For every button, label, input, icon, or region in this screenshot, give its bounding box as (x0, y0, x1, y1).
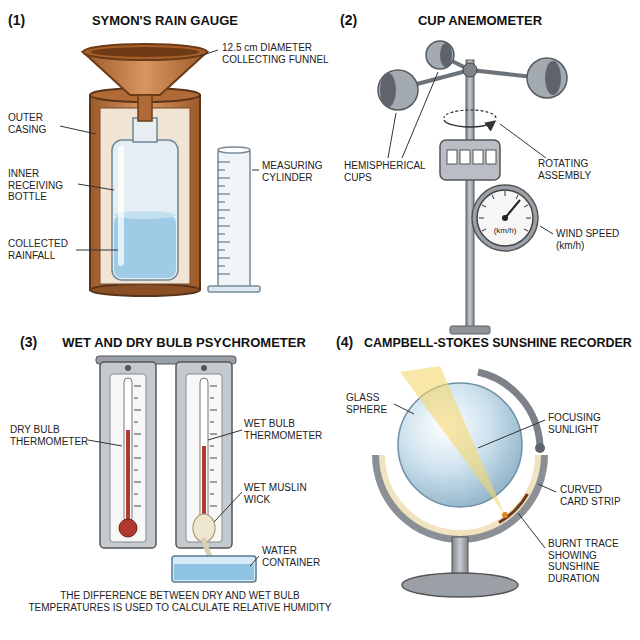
panel-number: (1) (8, 12, 38, 28)
part-label: WATER CONTAINER (262, 545, 338, 568)
part-label: HEMISPHERICAL CUPS (344, 160, 444, 183)
caption-note: THE DIFFERENCE BETWEEN DRY AND WET BULB … (24, 590, 336, 613)
psychrometer (88, 356, 259, 582)
part-label: BURNT TRACE SHOWING SUNSHINE DURATION (548, 538, 634, 584)
panel-title: CAMPBELL-STOKES SUNSHINE RECORDER (364, 336, 634, 350)
part-label: DRY BULB THERMOMETER (10, 424, 92, 447)
part-label: INNER RECEIVING BOTTLE (8, 168, 78, 203)
panel-number: (3) (20, 334, 50, 350)
panel-number: (4) (336, 334, 364, 350)
part-label: WET BULB THERMOMETER (244, 418, 330, 441)
rain-gauge (60, 44, 260, 296)
part-label: CURVED CARD STRIP (560, 484, 630, 507)
part-label: WIND SPEED (km/h) (556, 228, 632, 251)
sunshine-recorder (376, 366, 556, 597)
panel-title: WET AND DRY BULB PSYCHROMETER (44, 336, 324, 351)
part-label: GLASS SPHERE (346, 392, 406, 415)
panel-number: (2) (340, 12, 370, 28)
part-label: WET MUSLIN WICK (244, 482, 330, 505)
part-label: COLLECTED RAINFALL (8, 238, 78, 261)
panel-title: CUP ANEMOMETER (380, 14, 580, 29)
dial-unit: (km/h) (485, 226, 525, 235)
part-label: FOCUSING SUNLIGHT (548, 412, 632, 435)
part-label: MEASURING CYLINDER (262, 160, 338, 183)
part-label: OUTER CASING (8, 112, 78, 135)
panel-title: SYMON'S RAIN GAUGE (60, 14, 270, 29)
part-label: 12.5 cm DIAMETER COLLECTING FUNNEL (222, 42, 334, 65)
cup-anemometer (378, 41, 567, 334)
part-label: ROTATING ASSEMBLY (538, 158, 634, 181)
